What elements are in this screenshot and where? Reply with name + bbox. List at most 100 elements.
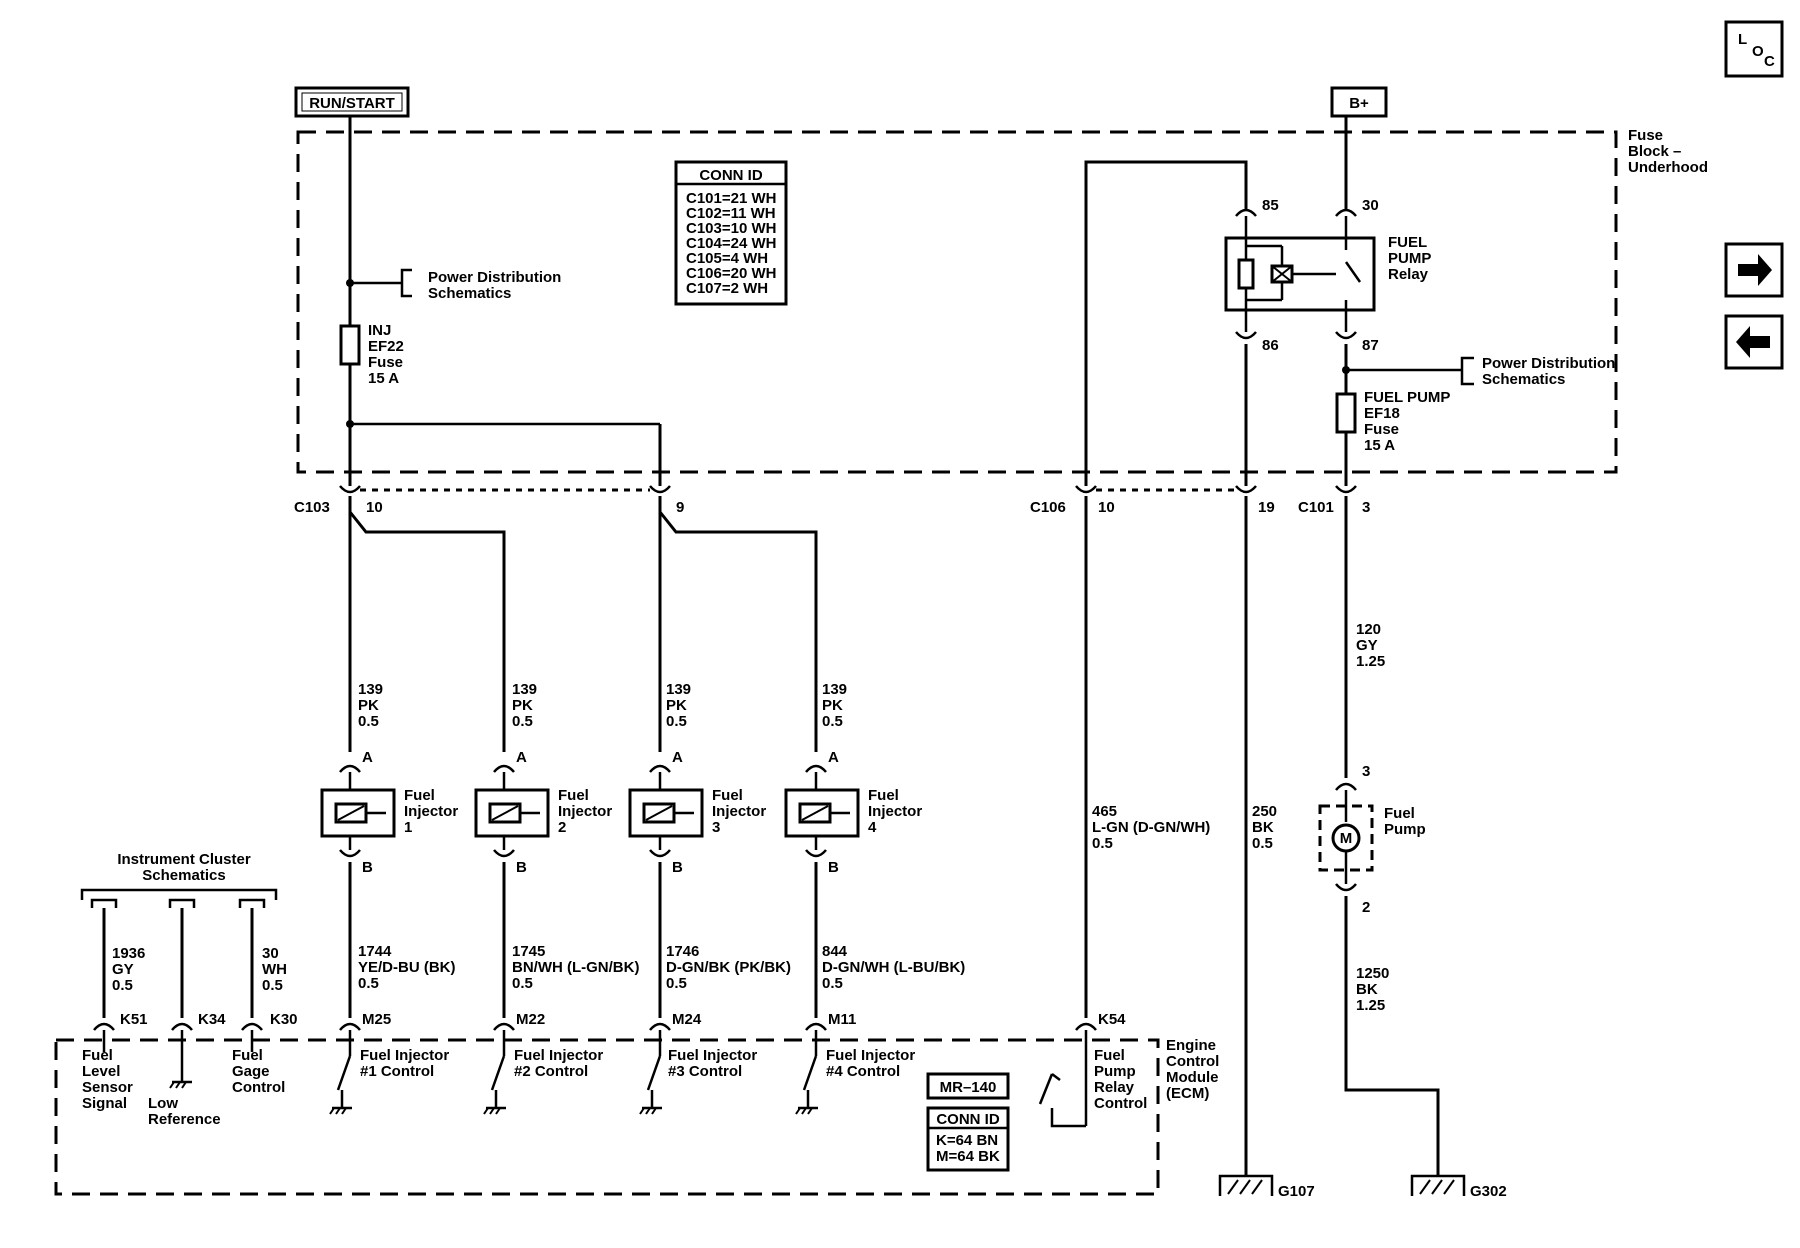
ecm-low-reference: Low Reference [148, 1030, 221, 1128]
right-arrow-icon [1738, 254, 1772, 286]
relay-label-2: PUMP [1388, 250, 1431, 267]
injector-wire-label-1: 139 PK 0.5 [358, 681, 383, 730]
svg-text:C105=4 WH: C105=4 WH [686, 250, 768, 267]
svg-text:#3 Control: #3 Control [668, 1063, 742, 1080]
svg-text:Relay: Relay [1094, 1079, 1135, 1096]
mr-140-label: MR–140 [926, 1072, 1010, 1100]
svg-text:C103=10 WH: C103=10 WH [686, 220, 776, 237]
svg-text:M: M [1340, 830, 1353, 847]
ecm-relay-driver: Fuel Pump Relay Control [1038, 1030, 1147, 1128]
svg-text:250: 250 [1252, 803, 1277, 820]
svg-text:Sensor: Sensor [82, 1079, 133, 1096]
svg-text:Injector: Injector [868, 803, 922, 820]
pump-pin-3: 3 [1362, 763, 1370, 780]
svg-text:K34: K34 [198, 1011, 226, 1028]
svg-text:0.5: 0.5 [1252, 835, 1273, 852]
cluster-wire-label-k34: K34 [198, 1011, 226, 1028]
svg-text:PK: PK [512, 697, 533, 714]
svg-text:D-GN/WH (L-BU/BK): D-GN/WH (L-BU/BK) [822, 959, 965, 976]
prev-arrow-button[interactable] [1724, 314, 1784, 370]
run-start-label: RUN/START [309, 95, 395, 112]
svg-text:1745: 1745 [512, 943, 545, 960]
ecm-injector-driver-1: Fuel Injector #1 Control [329, 1030, 449, 1115]
ecm-outline [54, 1038, 1160, 1196]
svg-text:A: A [828, 749, 839, 766]
loc-icon[interactable]: L O C [1724, 20, 1784, 78]
svg-text:M25: M25 [362, 1011, 391, 1028]
svg-text:BK: BK [1252, 819, 1274, 836]
control-wire-label-2: 1745 BN/WH (L-GN/BK) 0.5 M22 [512, 943, 639, 1028]
svg-text:#1 Control: #1 Control [360, 1063, 434, 1080]
svg-text:GY: GY [112, 961, 134, 978]
control-wire-label-1: 1744 YE/D-BU (BK) 0.5 M25 [358, 943, 456, 1028]
inj-fuse-label: INJ EF22 Fuse 15 A [368, 322, 404, 387]
svg-text:1746: 1746 [666, 943, 699, 960]
relay-control-wire: 465 L-GN (D-GN/WH) 0.5 K54 [1075, 496, 1210, 1031]
svg-text:CONN ID: CONN ID [936, 1111, 1000, 1128]
svg-text:1744: 1744 [358, 943, 392, 960]
svg-text:YE/D-BU (BK): YE/D-BU (BK) [358, 959, 456, 976]
fuse-block-outline [296, 130, 1618, 474]
power-dist-ref-left: Power Distribution Schematics [428, 269, 561, 302]
svg-text:INJ: INJ [368, 322, 391, 339]
fuel-injector-4: A B Fuel Injector 4 [784, 749, 922, 876]
svg-text:Block –: Block – [1628, 143, 1681, 160]
svg-text:C: C [1764, 53, 1775, 70]
svg-text:Control: Control [1166, 1053, 1219, 1070]
pump-feed-wire: 120 GY 1.25 [1344, 496, 1385, 778]
svg-text:Fuel Injector: Fuel Injector [514, 1047, 603, 1064]
fuel-injector-2: A B Fuel Injector 2 [474, 749, 612, 876]
inj-fuse-symbol [339, 324, 361, 366]
svg-text:M24: M24 [672, 1011, 702, 1028]
svg-text:K=64 BN: K=64 BN [936, 1132, 998, 1149]
connector-c103: C103 10 9 [294, 485, 684, 516]
svg-text:15 A: 15 A [368, 370, 399, 387]
svg-text:1.25: 1.25 [1356, 997, 1385, 1014]
c106-pin-10: 10 [1098, 499, 1115, 516]
ground-g107-label: G107 [1278, 1183, 1315, 1200]
svg-text:MR–140: MR–140 [940, 1079, 997, 1096]
ground-g302-label: G302 [1470, 1183, 1507, 1200]
conn-id-table-top: CONN ID C101=21 WH C102=11 WH C103=10 WH… [674, 160, 788, 306]
cluster-wire-label-k30: 30 WH 0.5 K30 [262, 945, 298, 1028]
svg-text:Fuel: Fuel [712, 787, 743, 804]
svg-text:Signal: Signal [82, 1095, 127, 1112]
c101-label: C101 [1298, 499, 1334, 516]
svg-text:WH: WH [262, 961, 287, 978]
bplus-label: B+ [1349, 95, 1369, 112]
ecm-injector-driver-3: Fuel Injector #3 Control [639, 1030, 757, 1115]
svg-text:B: B [672, 859, 683, 876]
svg-text:Fuel: Fuel [232, 1047, 263, 1064]
svg-text:PK: PK [822, 697, 843, 714]
next-arrow-button[interactable] [1724, 242, 1784, 298]
svg-text:844: 844 [822, 943, 848, 960]
svg-text:#2 Control: #2 Control [514, 1063, 588, 1080]
svg-text:C104=24 WH: C104=24 WH [686, 235, 776, 252]
svg-text:0.5: 0.5 [666, 713, 687, 730]
fuel-pump: 3 M 2 Fuel Pump [1318, 763, 1426, 916]
pump-fuse-circuit [1335, 344, 1474, 486]
svg-text:C106=20 WH: C106=20 WH [686, 265, 776, 282]
svg-text:BN/WH (L-GN/BK): BN/WH (L-GN/BK) [512, 959, 639, 976]
svg-text:(ECM): (ECM) [1166, 1085, 1209, 1102]
svg-text:0.5: 0.5 [358, 975, 379, 992]
svg-text:Schematics: Schematics [1482, 371, 1565, 388]
pump-pin-2: 2 [1362, 899, 1370, 916]
svg-text:30: 30 [262, 945, 279, 962]
svg-text:K54: K54 [1098, 1011, 1126, 1028]
ecm-injector-driver-4: Fuel Injector #4 Control [795, 1030, 915, 1115]
pump-label-2: Pump [1384, 821, 1426, 838]
svg-text:M=64 BK: M=64 BK [936, 1148, 1000, 1165]
svg-text:B: B [516, 859, 527, 876]
svg-text:465: 465 [1092, 803, 1117, 820]
svg-text:0.5: 0.5 [358, 713, 379, 730]
relay-pin-86: 86 [1262, 337, 1279, 354]
svg-text:#4 Control: #4 Control [826, 1063, 900, 1080]
svg-text:4: 4 [868, 819, 877, 836]
control-wire-label-3: 1746 D-GN/BK (PK/BK) 0.5 M24 [666, 943, 791, 1028]
svg-text:Engine: Engine [1166, 1037, 1216, 1054]
svg-text:Low: Low [148, 1095, 178, 1112]
ground-g302-icon: G302 [1410, 1174, 1507, 1200]
svg-text:3: 3 [712, 819, 720, 836]
injector-wire-label-2: 139 PK 0.5 [512, 681, 537, 730]
